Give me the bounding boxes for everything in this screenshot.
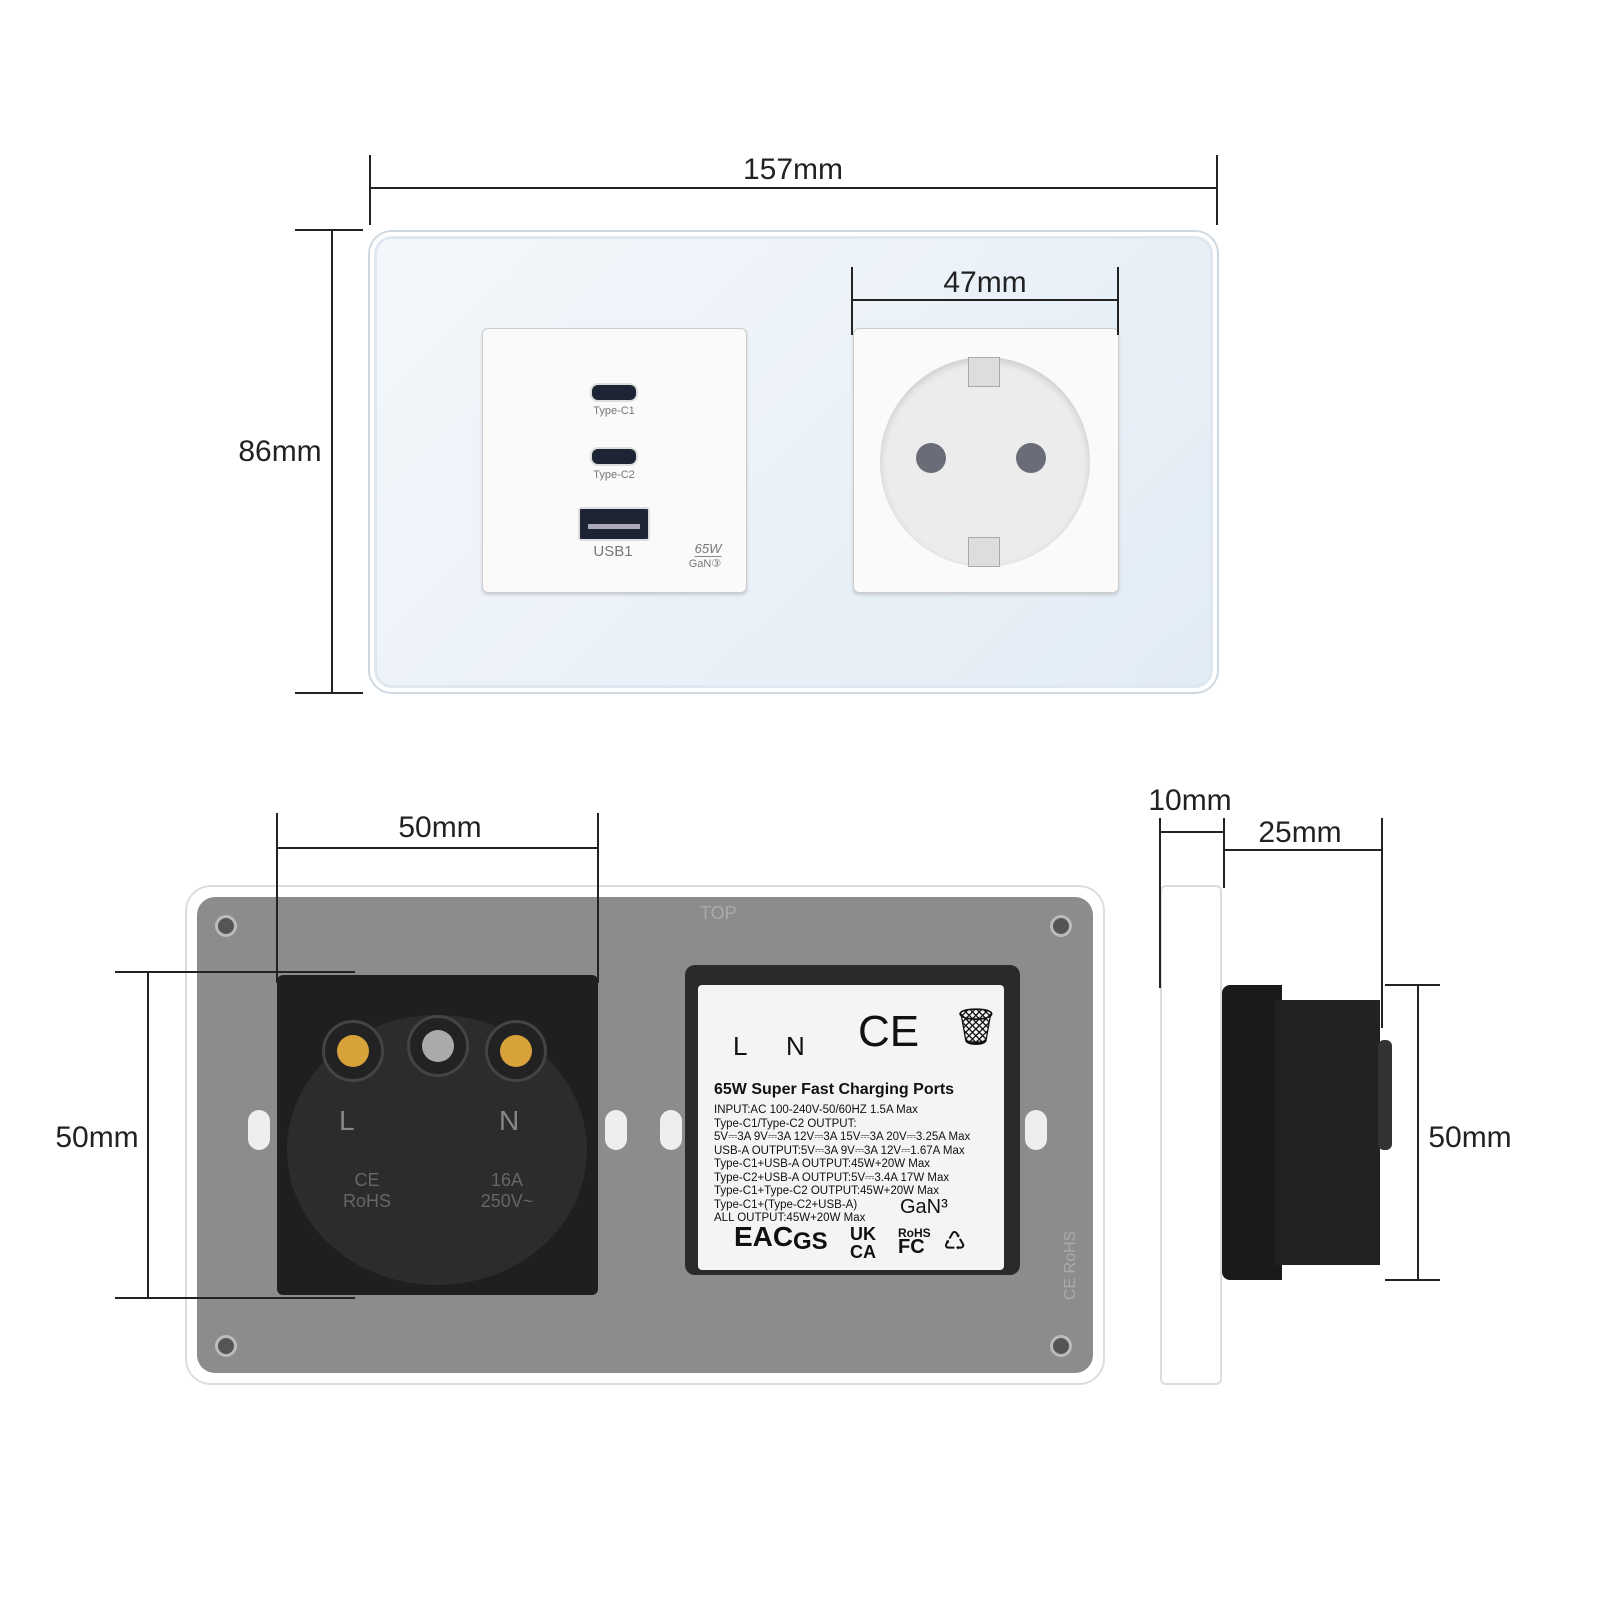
spec-line: USB-A OUTPUT:5V⎓3A 9V⎓3A 12V⎓1.67A Max (714, 1144, 965, 1157)
port-label: Type-C2 (593, 469, 635, 481)
schuko-socket-back: L N CE RoHS 16A 250V~ (277, 975, 598, 1295)
thickness-dim-line (1160, 831, 1224, 833)
earth-clip (968, 537, 1000, 567)
spec-line: Type-C1+Type-C2 OUTPUT:45W+20W Max (714, 1185, 939, 1197)
fcc-mark: FC (898, 1236, 925, 1258)
eac-mark: EAC (734, 1221, 794, 1252)
back-height-dim-line (147, 972, 149, 1298)
schuko-socket-module (853, 328, 1119, 593)
gan-badge: GaN③ (688, 558, 722, 570)
back-socket-width-label: 50mm (398, 811, 482, 844)
ce-mark: CE (858, 1007, 920, 1056)
spec-line: Type-C1+USB-A OUTPUT:45W+20W Max (714, 1158, 931, 1170)
side-height-dim-line (1417, 985, 1419, 1280)
pin-hole (1016, 443, 1046, 473)
module-dim-line (851, 299, 1118, 301)
width-total-label: 157mm (742, 153, 844, 186)
port-label: Type-C1 (593, 405, 635, 417)
width-dim-line (370, 187, 1217, 189)
spec-line: Type-C1/Type-C2 OUTPUT: (714, 1117, 857, 1130)
gan-mark: GaN³ (900, 1196, 948, 1218)
dim-tick (1216, 155, 1218, 225)
dim-tick (1117, 267, 1119, 335)
side-plate (1160, 885, 1222, 1385)
port-label: USB1 (593, 543, 633, 560)
label-title: 65W Super Fast Charging Ports (714, 1081, 955, 1098)
socket-mark: CE RoHS (342, 1170, 391, 1211)
rohs-mark: RoHS (898, 1226, 931, 1240)
dim-tick (851, 267, 853, 335)
usb-charger-module: Type-C1 Type-C2 USB1 65W GaN③ (482, 328, 747, 593)
usb-a-port (578, 507, 650, 541)
usb-c2-port (590, 447, 638, 466)
earth-clip (968, 357, 1000, 387)
gs-mark: GS (793, 1228, 828, 1255)
terminal-screw (485, 1020, 547, 1082)
back-socket-height-label: 50mm (55, 1121, 139, 1154)
label-terminal-l: L (733, 1031, 748, 1061)
power-badge: 65W (694, 541, 722, 557)
weee-bin-icon: 🗑 (953, 1006, 999, 1047)
socket-recess (880, 357, 1090, 567)
terminal-label-n: N (499, 1105, 520, 1136)
earth-terminal-screw (407, 1015, 469, 1077)
socket-mark: 16A 250V~ (480, 1170, 534, 1211)
dim-tick (369, 155, 371, 225)
ukca-mark: UK CA (850, 1224, 876, 1262)
spec-line: ALL OUTPUT:45W+20W Max (714, 1212, 866, 1224)
terminal-label-l: L (339, 1105, 355, 1136)
side-body-rear (1275, 1000, 1380, 1265)
side-height-label: 50mm (1428, 1121, 1512, 1154)
usb-c1-port (590, 383, 638, 402)
label-terminal-n: N (786, 1031, 805, 1061)
plate-thickness-label: 10mm (1148, 784, 1232, 817)
terminal-screw (322, 1020, 384, 1082)
module-width-label: 47mm (943, 266, 1027, 299)
height-total-label: 86mm (238, 435, 322, 468)
recycle-icon: ♺ (943, 1226, 967, 1256)
top-marker: TOP (700, 903, 737, 923)
back-width-dim-line (277, 847, 598, 849)
dim-tick (295, 692, 363, 694)
depth-dim-line (1224, 849, 1382, 851)
spec-line: INPUT:AC 100-240V-50/60HZ 1.5A Max (714, 1104, 918, 1116)
dim-tick (295, 229, 363, 231)
side-body (1222, 985, 1282, 1280)
depth-label: 25mm (1258, 816, 1342, 849)
spec-line: Type-C1+(Type-C2+USB-A) (714, 1198, 858, 1211)
height-dim-line (331, 230, 333, 693)
spec-label: L N CE 🗑 65W Super Fast Charging Ports I… (698, 985, 1004, 1270)
spec-line: Type-C2+USB-A OUTPUT:5V⎓3.4A 17W Max (714, 1171, 950, 1184)
side-cert-marks: CE RoHS (1062, 1230, 1079, 1300)
spec-line: 5V⎓3A 9V⎓3A 12V⎓3A 15V⎓3A 20V⎓3.25A Max (714, 1131, 971, 1143)
pin-hole (916, 443, 946, 473)
